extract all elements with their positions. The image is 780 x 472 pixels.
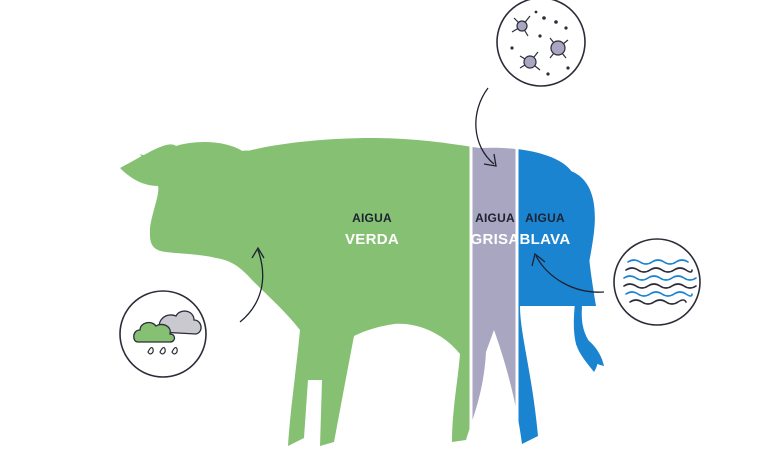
cow-ear <box>140 154 172 178</box>
pollutant-particles-icon <box>496 0 586 87</box>
arrow-particles-to-body <box>475 87 497 167</box>
cow-tail <box>564 170 599 372</box>
label-green-line2: VERDA <box>345 231 399 248</box>
label-green-water: AIGUA VERDA <box>345 211 399 248</box>
water-waves-icon <box>613 238 701 326</box>
label-blue-water: AIGUA BLAVA <box>520 211 571 248</box>
cow-horn <box>200 142 222 158</box>
label-blue-line2: BLAVA <box>520 231 571 248</box>
arrow-waves-to-body <box>531 252 605 293</box>
label-grey-line2: GRISA <box>470 231 519 248</box>
label-green-line1: AIGUA <box>352 211 392 225</box>
label-grey-line1: AIGUA <box>475 211 515 225</box>
cow-tail-tuft <box>576 334 604 366</box>
green-water-section <box>120 138 471 446</box>
arrow-rain-to-body <box>239 246 265 323</box>
cow-ear-right <box>232 150 258 164</box>
rain-cloud-icon <box>119 290 207 378</box>
label-blue-line1: AIGUA <box>525 211 565 225</box>
label-grey-water: AIGUA GRISA <box>470 211 519 248</box>
